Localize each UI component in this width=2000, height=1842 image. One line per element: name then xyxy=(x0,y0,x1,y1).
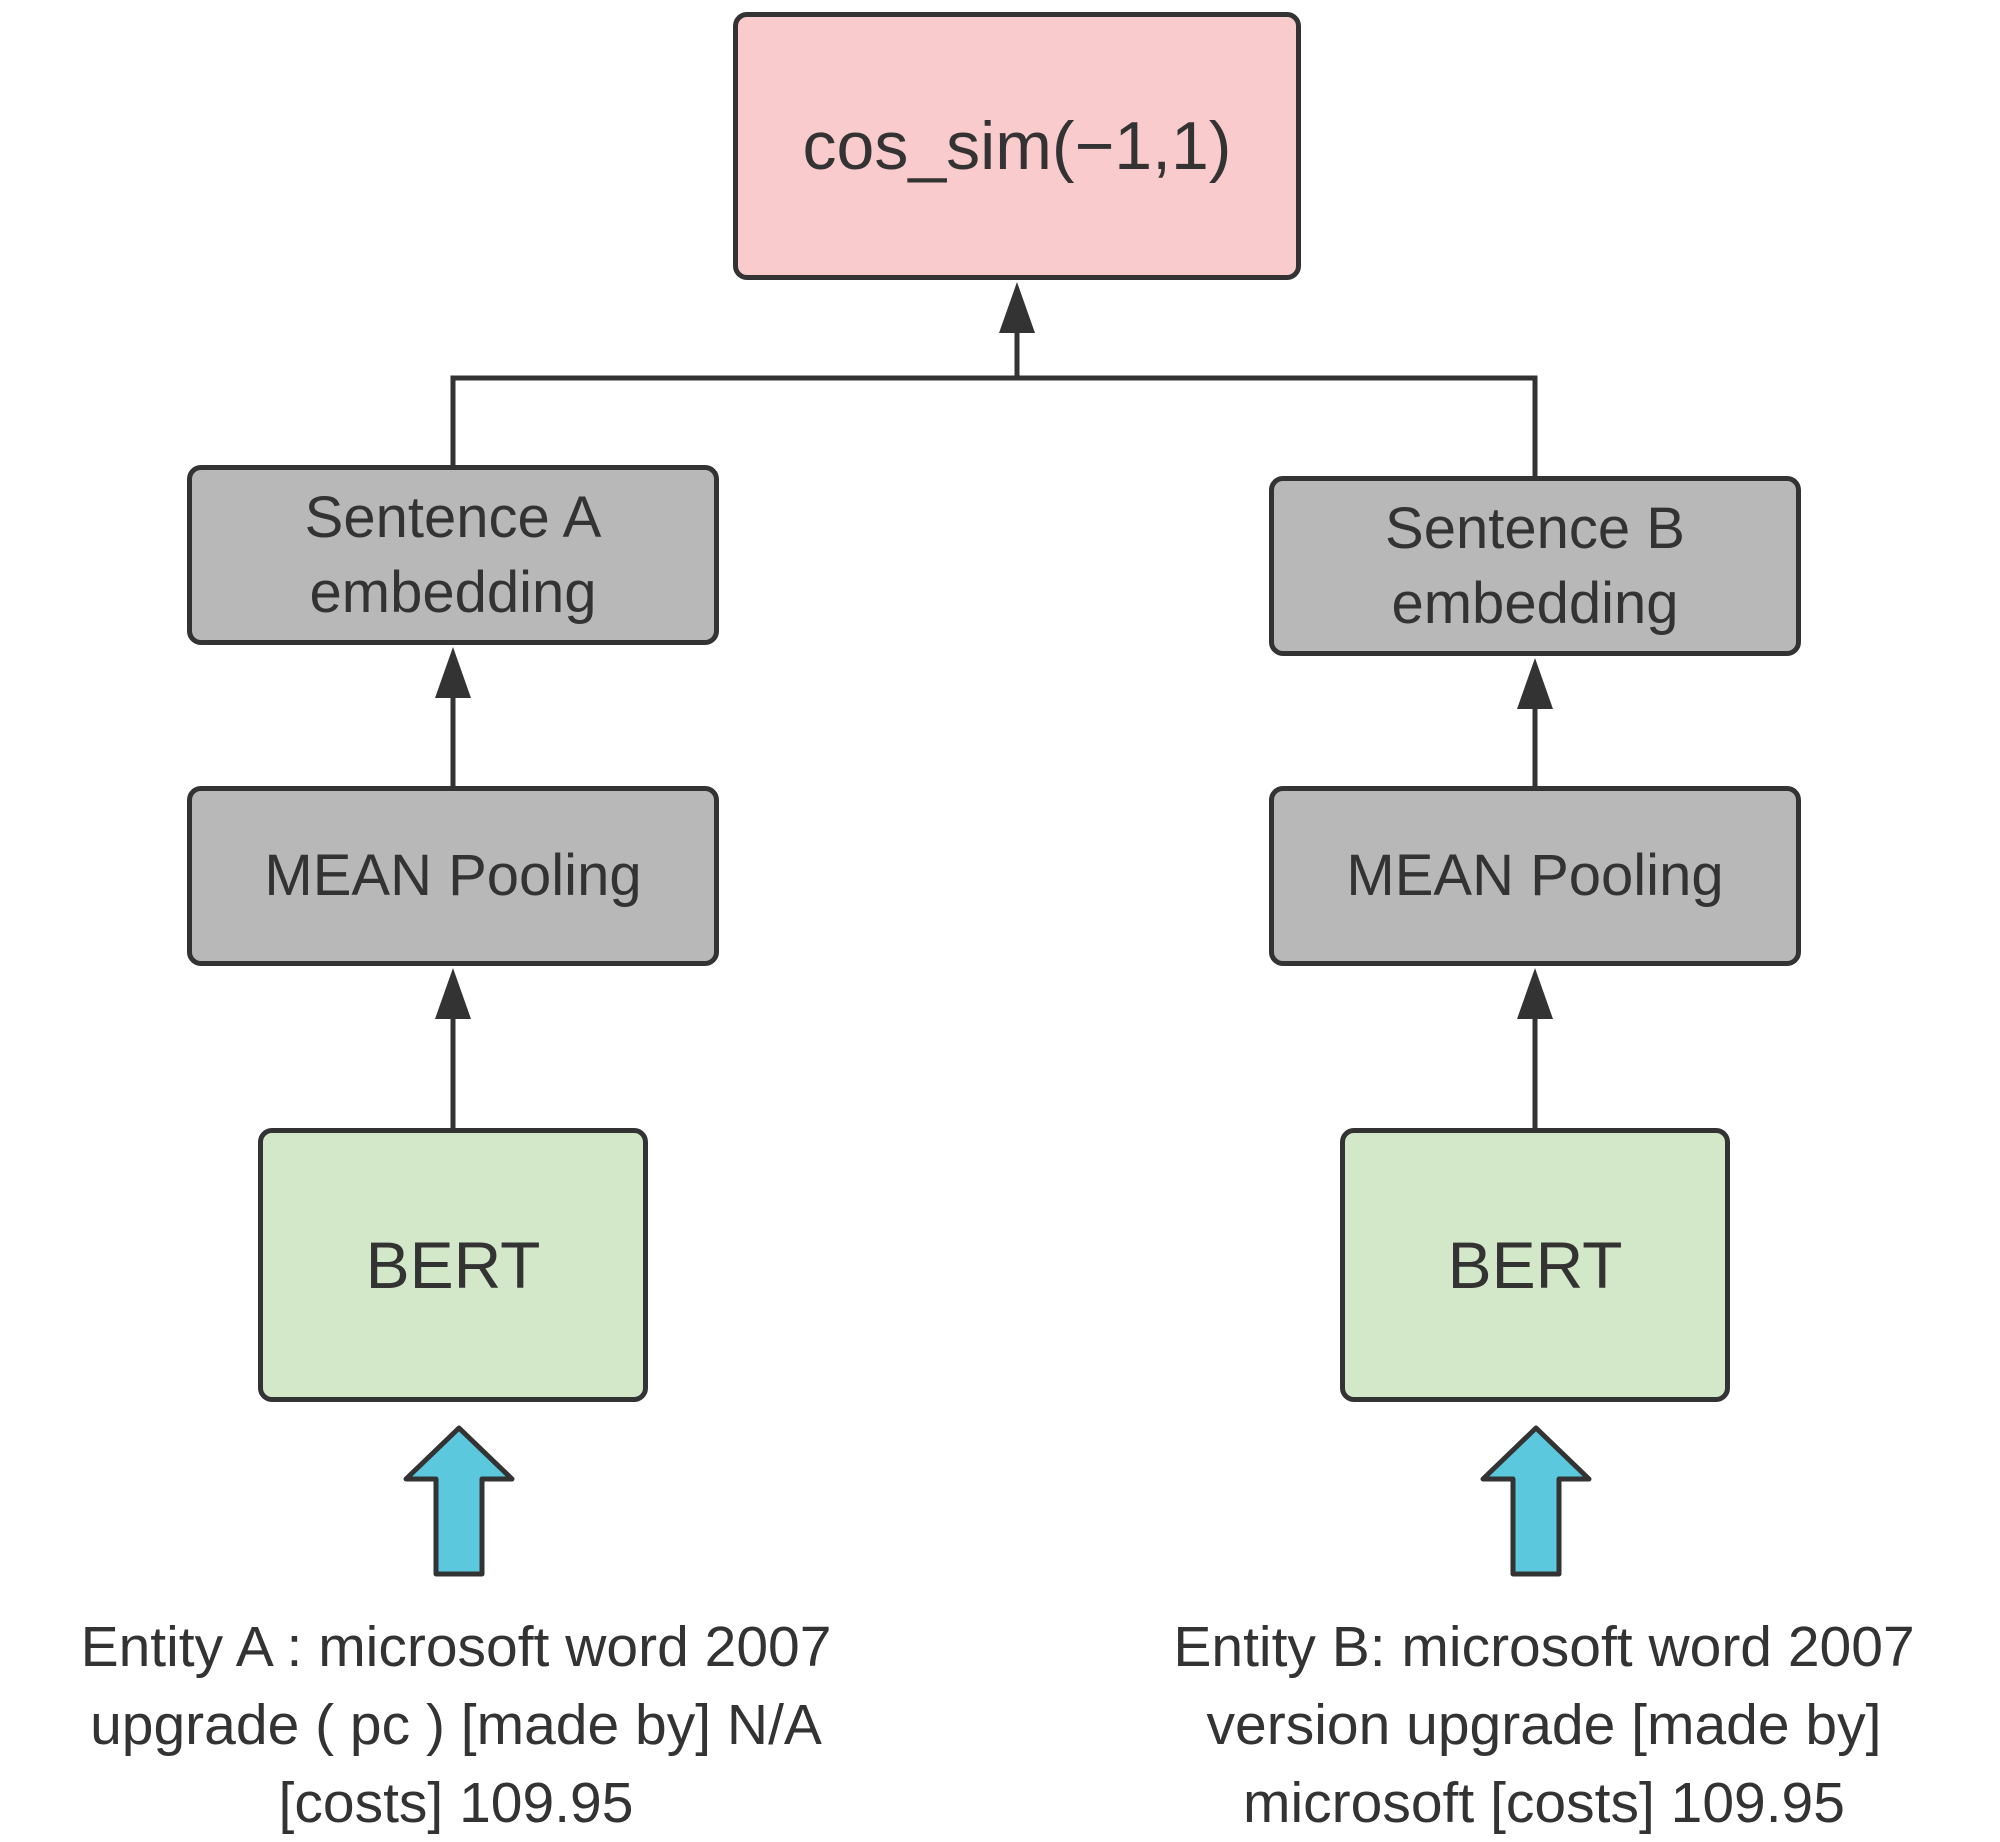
entity-a-line-2: upgrade ( pc ) [made by] N/A xyxy=(90,1693,822,1757)
arrow-pool-to-embed-b-head xyxy=(1517,658,1553,709)
arrow-bert-to-pool-a-head xyxy=(435,968,471,1019)
mean-pooling-b-box: MEAN Pooling xyxy=(1269,786,1801,966)
mean-pooling-a-box: MEAN Pooling xyxy=(187,786,719,966)
cos-sim-box: cos_sim(−1,1) xyxy=(733,12,1301,280)
input-arrow-a xyxy=(403,1425,515,1577)
mean-pooling-a-label: MEAN Pooling xyxy=(264,843,642,909)
sentence-a-embedding-label: Sentence A embedding xyxy=(305,480,602,631)
cos-sim-label: cos_sim(−1,1) xyxy=(802,108,1232,184)
embedding-b-line-2: embedding xyxy=(1391,571,1679,636)
merge-connector xyxy=(450,375,1538,476)
entity-b-line-3: microsoft [costs] 109.95 xyxy=(1243,1771,1845,1835)
entity-a-line-1: Entity A : microsoft word 2007 xyxy=(80,1615,832,1679)
embedding-b-line-1: Sentence B xyxy=(1385,495,1685,561)
bert-a-box: BERT xyxy=(258,1128,648,1402)
arrow-pool-to-embed-a-head xyxy=(435,647,471,698)
bert-b-box: BERT xyxy=(1340,1128,1730,1402)
entity-b-line-1: Entity B: microsoft word 2007 xyxy=(1173,1615,1915,1679)
embedding-a-line-1: Sentence A xyxy=(304,484,602,550)
input-arrow-b xyxy=(1480,1425,1592,1577)
bert-a-label: BERT xyxy=(365,1228,541,1302)
result-arrowhead xyxy=(999,282,1035,333)
embedding-a-line-2: embedding xyxy=(309,560,597,625)
sentence-a-embedding-box: Sentence A embedding xyxy=(187,465,719,645)
mean-pooling-b-label: MEAN Pooling xyxy=(1346,843,1724,909)
entity-b-line-2: version upgrade [made by] xyxy=(1206,1693,1882,1757)
entity-a-text: Entity A : microsoft word 2007 upgrade (… xyxy=(0,1608,912,1842)
bert-b-label: BERT xyxy=(1447,1228,1623,1302)
entity-b-text: Entity B: microsoft word 2007 version up… xyxy=(1088,1608,2000,1842)
arrow-bert-to-pool-b-head xyxy=(1517,968,1553,1019)
entity-a-line-3: [costs] 109.95 xyxy=(278,1771,634,1835)
sentence-b-embedding-label: Sentence B embedding xyxy=(1385,491,1685,642)
sentence-b-embedding-box: Sentence B embedding xyxy=(1269,476,1801,656)
